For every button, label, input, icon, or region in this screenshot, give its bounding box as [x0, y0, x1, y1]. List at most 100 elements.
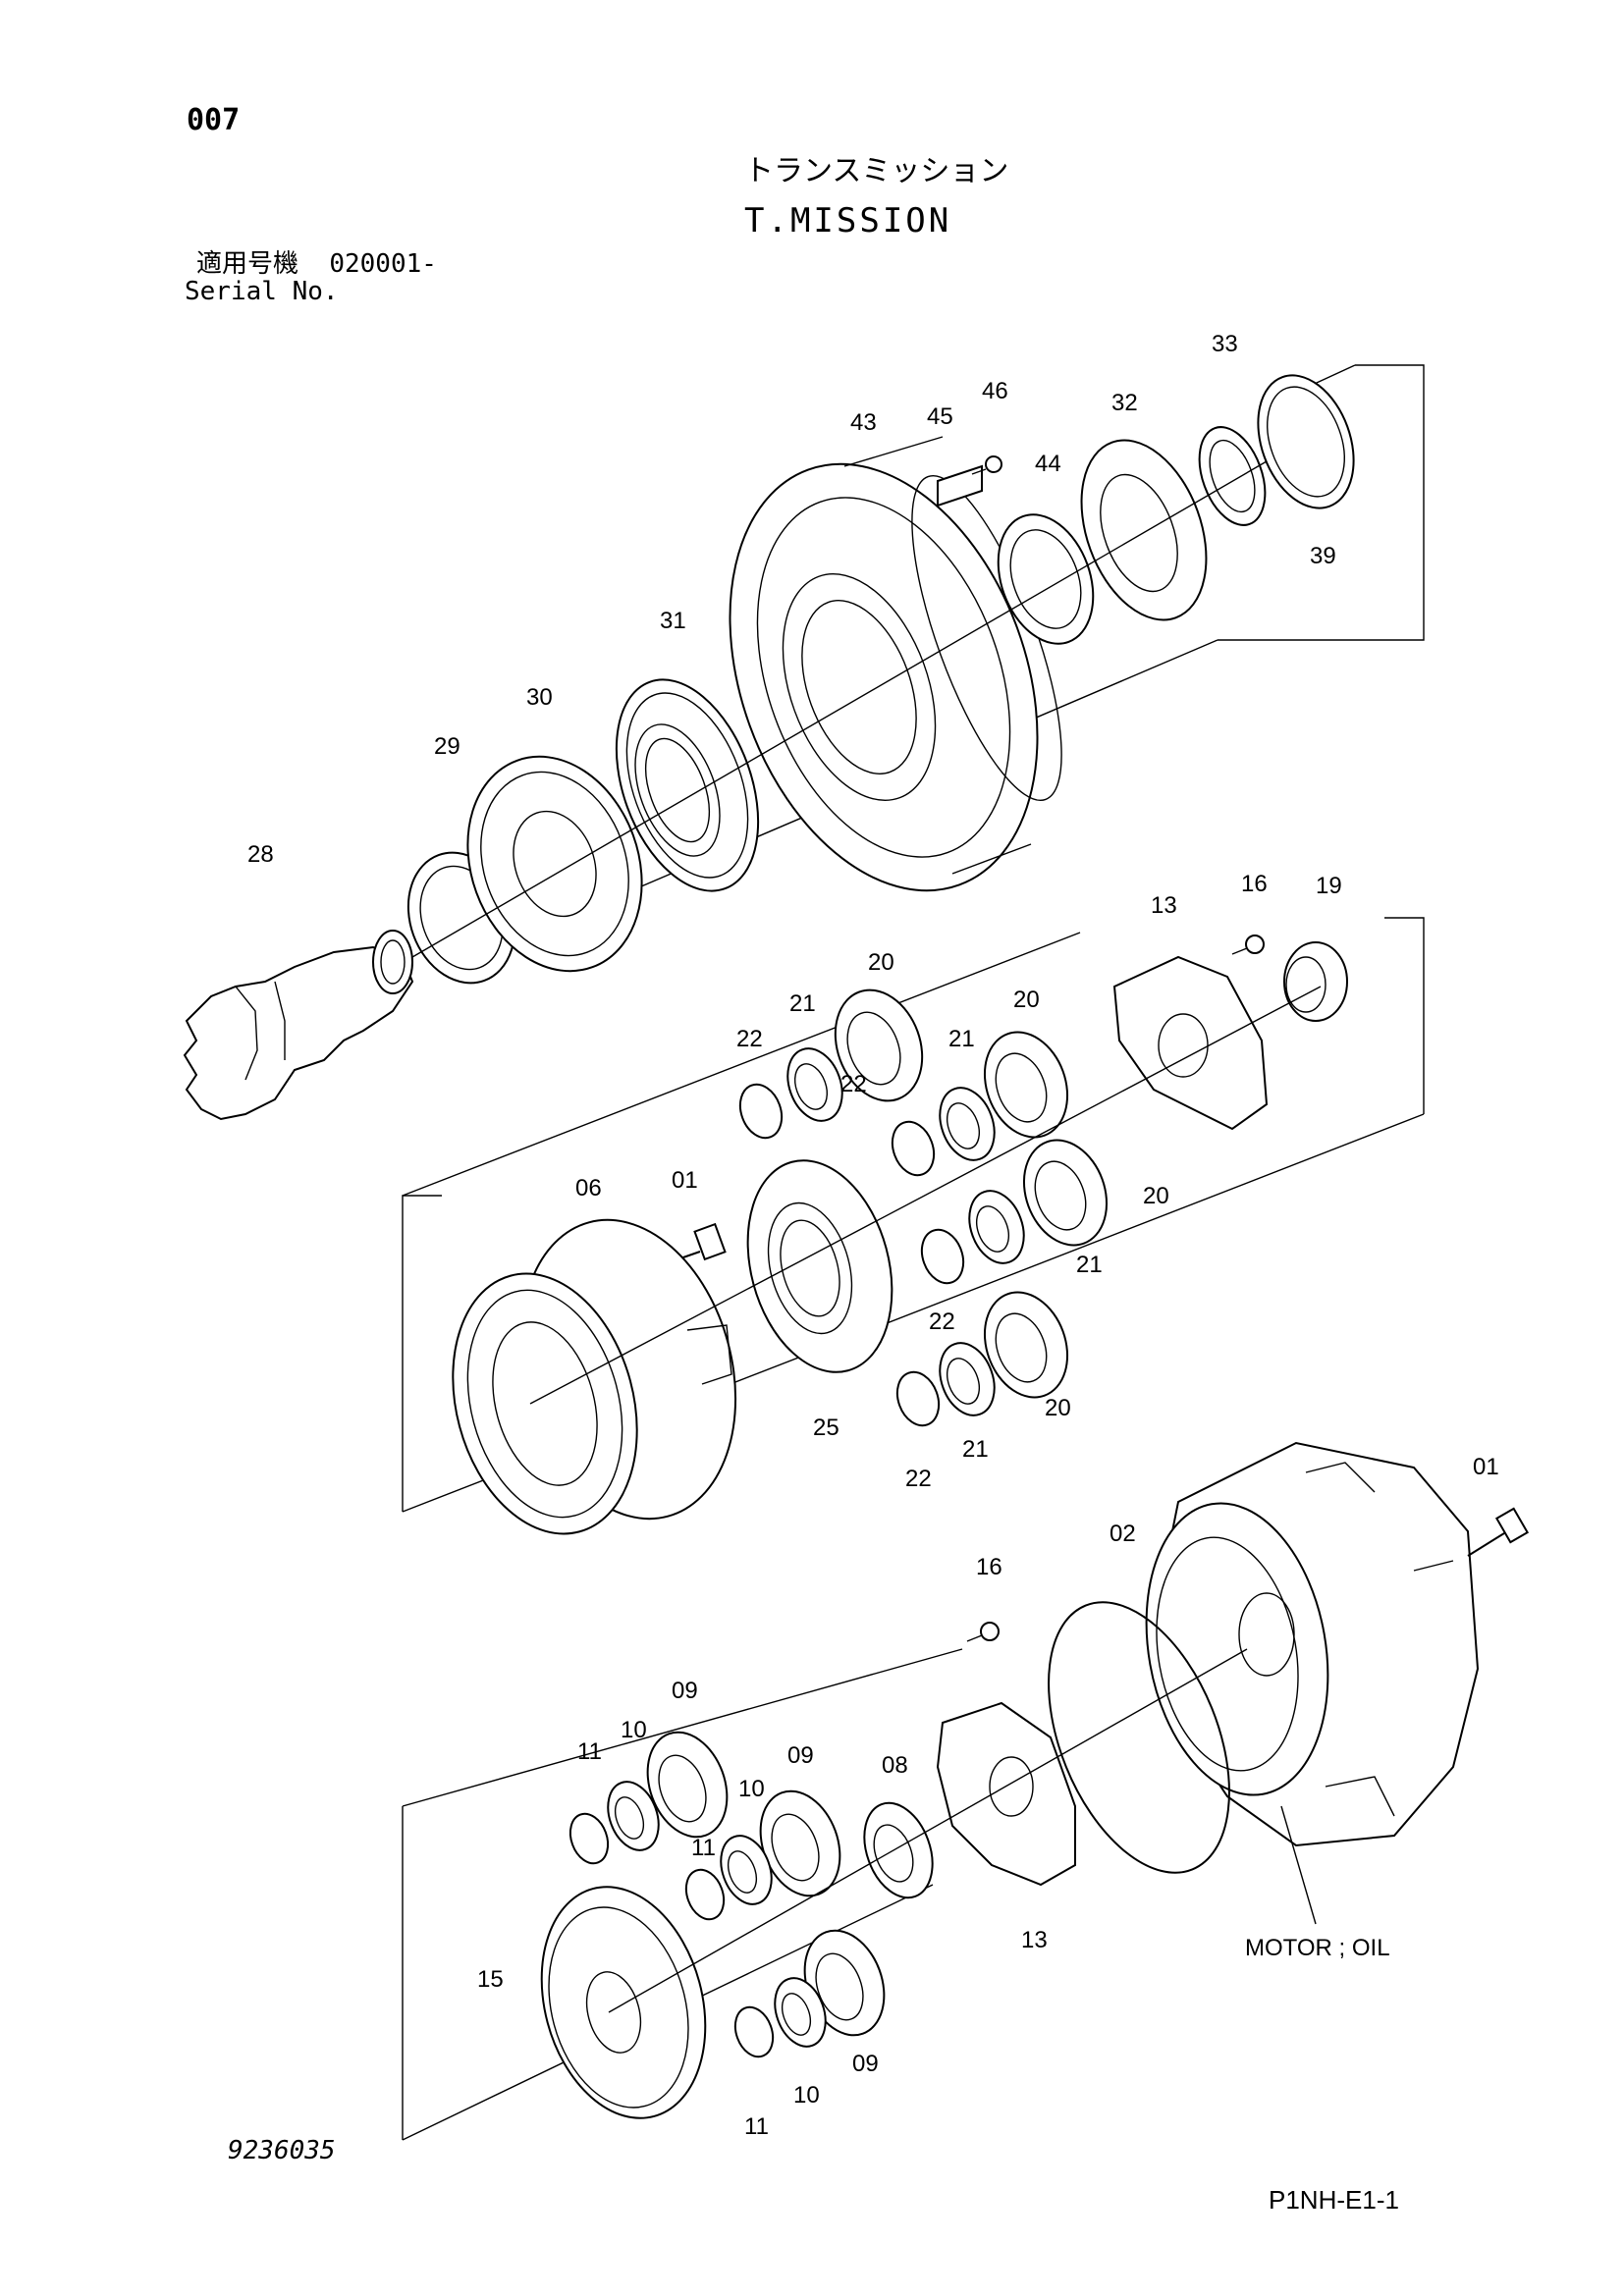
planet-gear-20-d	[983, 1291, 1069, 1399]
sun-gear-08	[863, 1801, 934, 1899]
bushing-22-d	[895, 1370, 941, 1427]
bushing-22-b	[891, 1120, 936, 1177]
housing-43	[729, 436, 1062, 892]
callout-25: 25	[813, 1415, 839, 1441]
bushing-11-b	[684, 1868, 726, 1921]
callout-19: 19	[1316, 873, 1342, 899]
motor-label: MOTOR ; OIL	[1245, 1935, 1390, 1961]
axis-line-bottom	[608, 1648, 1248, 2013]
callout-10-b: 10	[738, 1776, 765, 1802]
callout-21-d: 21	[962, 1436, 989, 1463]
bearing-32	[1080, 439, 1208, 621]
needle-bearing-21-b	[939, 1087, 996, 1161]
plate-13-upper	[1112, 955, 1269, 1131]
document-number: 9236035	[228, 2136, 336, 2165]
callout-11-b: 11	[691, 1835, 716, 1861]
plate-13-lower	[936, 1701, 1076, 1887]
bushing-22-c	[920, 1228, 965, 1285]
carrier-15	[540, 1886, 707, 2119]
bearing-31	[615, 678, 760, 892]
serial-value: 020001-	[329, 249, 437, 279]
needle-bearing-21-a	[786, 1047, 843, 1122]
callout-30: 30	[526, 684, 553, 711]
callout-10-c: 10	[793, 2082, 820, 2109]
callout-22-d: 22	[905, 1466, 932, 1492]
planet-gear-09-a	[646, 1731, 729, 1839]
needle-bearing-10-c	[774, 1977, 827, 2048]
callout-13-lower: 13	[1021, 1927, 1048, 1953]
serial-label-english: Serial No.	[185, 277, 339, 306]
callout-20-d: 20	[1045, 1395, 1071, 1421]
motor-body	[1145, 1441, 1480, 1847]
planet-gear-20-a	[834, 988, 924, 1102]
ring-33	[1198, 426, 1267, 526]
plate-30	[466, 755, 643, 973]
callout-32: 32	[1111, 390, 1138, 416]
callout-33: 33	[1212, 331, 1238, 357]
callout-21-a: 21	[789, 990, 816, 1017]
callout-31: 31	[660, 608, 686, 634]
callout-01-motor: 01	[1473, 1454, 1499, 1480]
callout-06: 06	[575, 1175, 602, 1201]
output-shaft-28	[183, 930, 414, 1121]
ring-39	[1257, 374, 1355, 509]
callout-22-b: 22	[840, 1071, 867, 1097]
callout-01-middle: 01	[672, 1167, 698, 1194]
sun-gear-19	[1283, 941, 1348, 1022]
callout-43: 43	[850, 409, 877, 436]
callout-10-a: 10	[621, 1717, 647, 1743]
needle-bearing-10-a	[607, 1781, 660, 1851]
callout-15: 15	[477, 1966, 504, 1993]
callout-16-upper: 16	[1241, 871, 1268, 897]
callout-45: 45	[927, 403, 953, 430]
callout-08: 08	[882, 1752, 908, 1779]
callout-20-a: 20	[868, 949, 894, 976]
callout-44: 44	[1035, 451, 1061, 477]
page-number: 007	[187, 103, 241, 137]
callout-11-a: 11	[577, 1738, 602, 1765]
callout-28: 28	[247, 841, 274, 868]
bolt-01-motor	[1467, 1507, 1530, 1557]
bushing-11-c	[733, 2005, 775, 2058]
bushing-11-a	[568, 1812, 610, 1865]
serial-label-jp: 適用号機	[196, 249, 299, 279]
motor-leader-line	[1280, 1805, 1317, 1925]
seal-44	[997, 513, 1095, 645]
needle-bearing-10-b	[720, 1835, 773, 1905]
callout-20-c: 20	[1143, 1183, 1169, 1209]
callout-11-c: 11	[744, 2113, 769, 2140]
title-japanese: トランスミッション	[744, 154, 1009, 188]
sheet-code: P1NH-E1-1	[1269, 2185, 1399, 2215]
callout-22-a: 22	[736, 1026, 763, 1052]
callout-labels: 43 45 46 44 32 33 39 31 30 29 28 13 16 1…	[247, 331, 1499, 2140]
bolt-16-upper	[1231, 934, 1265, 955]
callout-09-a: 09	[672, 1678, 698, 1704]
serial-label-japanese: 適用号機 020001-	[196, 251, 437, 277]
planet-gear-20-c	[1022, 1139, 1109, 1247]
callout-39: 39	[1310, 543, 1336, 569]
axis-line-middle	[529, 986, 1322, 1405]
callout-21-b: 21	[948, 1026, 975, 1052]
callout-46: 46	[982, 378, 1008, 404]
plate-45	[937, 464, 983, 507]
bolt-46	[971, 455, 1002, 475]
callout-09-b: 09	[787, 1742, 814, 1769]
callout-09-c: 09	[852, 2051, 879, 2077]
o-ring-02	[1048, 1601, 1230, 1874]
axis-line-top	[411, 460, 1268, 958]
callout-13-upper: 13	[1151, 892, 1177, 919]
callout-29: 29	[434, 733, 460, 760]
bolt-16-lower	[966, 1622, 1000, 1642]
callout-02: 02	[1110, 1521, 1136, 1547]
planet-gear-20-b	[983, 1031, 1069, 1139]
callout-16-lower: 16	[976, 1554, 1002, 1580]
ring-gear-06	[452, 1218, 737, 1535]
callout-20-b: 20	[1013, 987, 1040, 1013]
title-english: T.MISSION	[744, 201, 952, 240]
callout-22-c: 22	[929, 1308, 955, 1335]
callout-21-c: 21	[1076, 1252, 1103, 1278]
carrier-25	[746, 1159, 893, 1373]
bushing-22-a	[738, 1083, 784, 1140]
needle-bearing-21-d	[939, 1342, 996, 1416]
